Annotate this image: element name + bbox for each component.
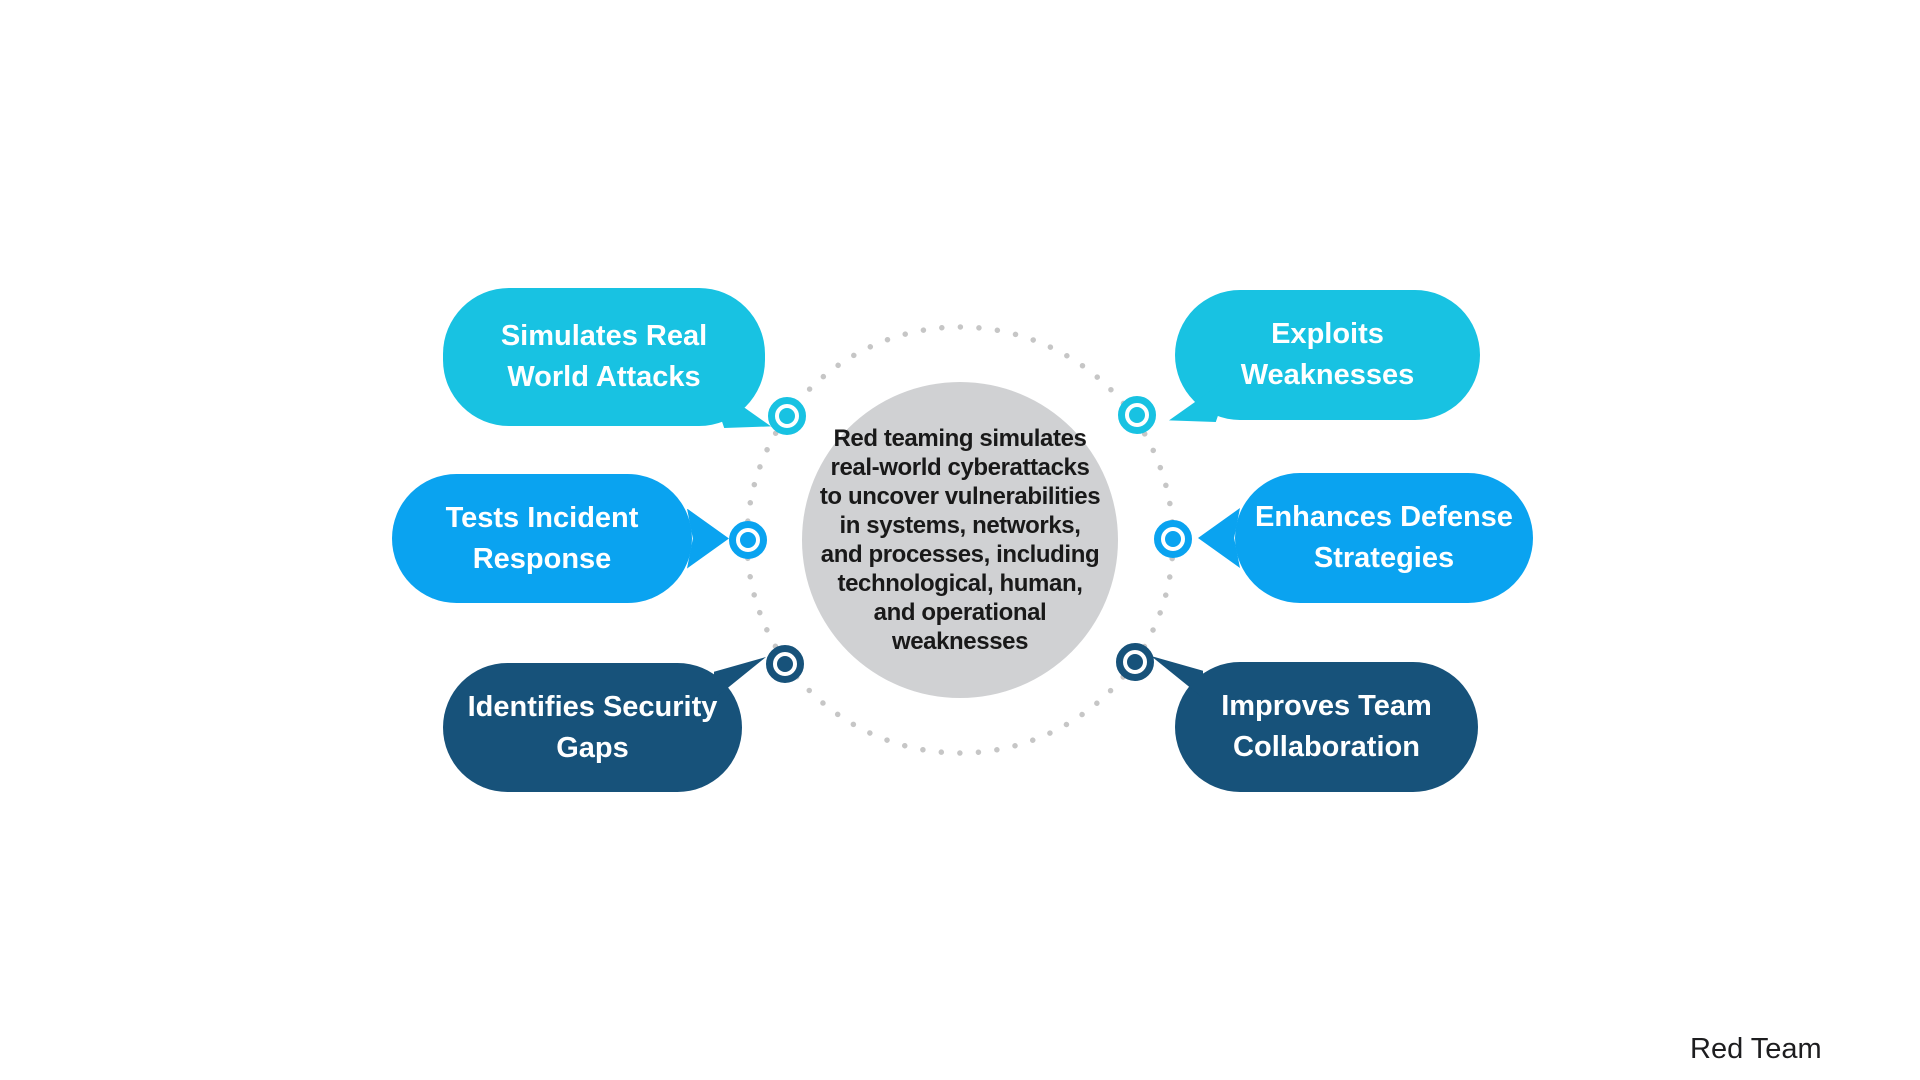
bubble-label-line: Strategies xyxy=(1313,542,1455,574)
bubble-label-line: Simulates Real xyxy=(500,320,708,352)
bubble-label-line: Tests Incident xyxy=(445,501,639,534)
bubble-identifies-security-gaps: Identifies Security Gaps xyxy=(443,657,766,792)
bubble-label-line: Exploits xyxy=(1271,318,1384,350)
bullseye-icon xyxy=(1118,396,1156,434)
bubble-label-line: Collaboration xyxy=(1233,731,1420,763)
central-text-line: to uncover vulnerabilities xyxy=(819,483,1101,510)
central-text-line: and operational xyxy=(873,599,1047,626)
bullseye-icon xyxy=(768,397,806,435)
footer-label: Red Team xyxy=(1690,1033,1822,1065)
bubble-tests-incident-response: Tests Incident Response xyxy=(392,474,729,603)
bubble-label-line: Weaknesses xyxy=(1240,359,1415,391)
bubble-label-line: Improves Team xyxy=(1221,690,1432,722)
bubble-enhances-defense-strategies: Enhances Defense Strategies xyxy=(1198,473,1533,603)
bullseye-icon xyxy=(1116,643,1154,681)
bubble-label-line: Enhances Defense xyxy=(1255,501,1513,533)
bullseye-icon xyxy=(1154,520,1192,558)
central-text-line: and processes, including xyxy=(820,541,1100,568)
bubble-exploits-weaknesses: Exploits Weaknesses xyxy=(1169,290,1480,422)
central-text-line: technological, human, xyxy=(837,570,1083,597)
central-text-line: weaknesses xyxy=(891,628,1029,655)
central-text-line: real-world cyberattacks xyxy=(830,454,1090,481)
bubble-label-line: Identifies Security xyxy=(467,690,718,723)
bullseye-icon xyxy=(766,645,804,683)
central-description-circle: Red teaming simulates real-world cyberat… xyxy=(802,382,1118,698)
bubble-label-line: Gaps xyxy=(556,731,629,764)
bubble-label-line: World Attacks xyxy=(507,361,701,393)
bubble-label-line: Response xyxy=(472,542,612,575)
bubble-improves-team-collaboration: Improves Team Collaboration xyxy=(1151,656,1478,792)
central-text-line: Red teaming simulates xyxy=(833,425,1087,452)
bullseye-icon xyxy=(729,521,767,559)
bubble-simulates-real-world-attacks: Simulates Real World Attacks xyxy=(443,288,771,428)
central-text-line: in systems, networks, xyxy=(839,512,1081,539)
